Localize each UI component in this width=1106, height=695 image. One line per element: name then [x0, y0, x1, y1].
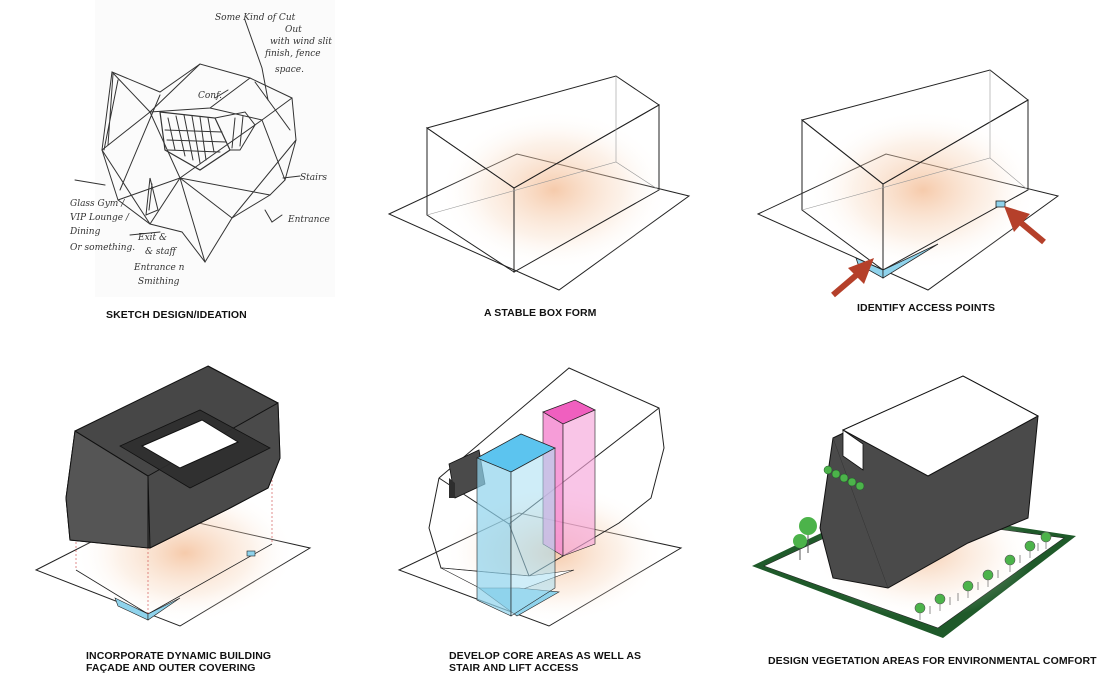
- svg-text:Conf.: Conf.: [198, 91, 222, 101]
- dynamic-facade-diagram: [34, 365, 312, 627]
- roof-planters: [823, 465, 865, 491]
- svg-text:Stairs: Stairs: [300, 173, 327, 183]
- vegetation-diagram: [752, 375, 1076, 638]
- caption-line: INCORPORATE DYNAMIC BUILDING: [86, 650, 272, 662]
- svg-text:Some Kind of Cut: Some Kind of Cut: [215, 13, 296, 23]
- svg-text:finish, fence: finish, fence: [264, 49, 321, 59]
- caption-stable-box: A STABLE BOX FORM: [484, 307, 597, 319]
- svg-text:Exit &: Exit &: [137, 233, 167, 243]
- arrow-icon: [1004, 206, 1046, 245]
- facade-shell: [65, 365, 281, 549]
- caption-line: DEVELOP CORE AREAS AS WELL AS: [449, 650, 642, 662]
- svg-text:& staff: & staff: [145, 247, 177, 257]
- svg-text:Out: Out: [285, 25, 302, 35]
- caption-sketch: SKETCH DESIGN/IDEATION: [106, 309, 247, 321]
- svg-text:space.: space.: [275, 65, 304, 75]
- svg-text:with wind slit: with wind slit: [270, 37, 332, 47]
- panel-dynamic-facade: INCORPORATE DYNAMIC BUILDING FAÇADE AND …: [0, 348, 368, 695]
- panel-sketch: Some Kind of Cut Out with wind slit fini…: [0, 0, 368, 347]
- circulation-core: [476, 433, 556, 617]
- svg-text:Or something.: Or something.: [70, 243, 135, 253]
- svg-text:VIP Lounge /: VIP Lounge /: [70, 213, 130, 223]
- tree-icon: [793, 517, 817, 560]
- svg-text:Smithing: Smithing: [138, 277, 180, 287]
- caption-line: FAÇADE AND OUTER COVERING: [86, 662, 256, 674]
- stable-box-diagram: [387, 75, 691, 291]
- caption-line: STAIR AND LIFT ACCESS: [449, 662, 579, 674]
- arrow-icon: [831, 258, 874, 298]
- core-areas-diagram: [397, 367, 683, 627]
- caption-access-points: IDENTIFY ACCESS POINTS: [857, 302, 996, 314]
- svg-text:Glass Gym /: Glass Gym /: [70, 199, 125, 209]
- access-points-diagram: [756, 69, 1060, 298]
- caption-dynamic-facade: INCORPORATE DYNAMIC BUILDING FAÇADE AND …: [86, 650, 271, 674]
- tree-row: [914, 531, 1052, 620]
- building-mass: [819, 375, 1040, 589]
- svg-text:Dining: Dining: [69, 227, 101, 237]
- svg-text:Entrance: Entrance: [287, 215, 330, 225]
- sketch-drawing: Some Kind of Cut Out with wind slit fini…: [69, 0, 335, 297]
- panel-core-areas: DEVELOP CORE AREAS AS WELL AS STAIR AND …: [369, 348, 737, 695]
- caption-vegetation: DESIGN VEGETATION AREAS FOR ENVIRONMENTA…: [768, 655, 1097, 667]
- panel-vegetation: DESIGN VEGETATION AREAS FOR ENVIRONMENTA…: [738, 348, 1106, 695]
- panel-access-points: IDENTIFY ACCESS POINTS: [738, 0, 1106, 347]
- panel-stable-box: A STABLE BOX FORM: [369, 0, 737, 347]
- svg-text:Entrance n: Entrance n: [133, 263, 185, 273]
- caption-core-areas: DEVELOP CORE AREAS AS WELL AS STAIR AND …: [449, 650, 641, 674]
- stair-glass: [995, 200, 1006, 208]
